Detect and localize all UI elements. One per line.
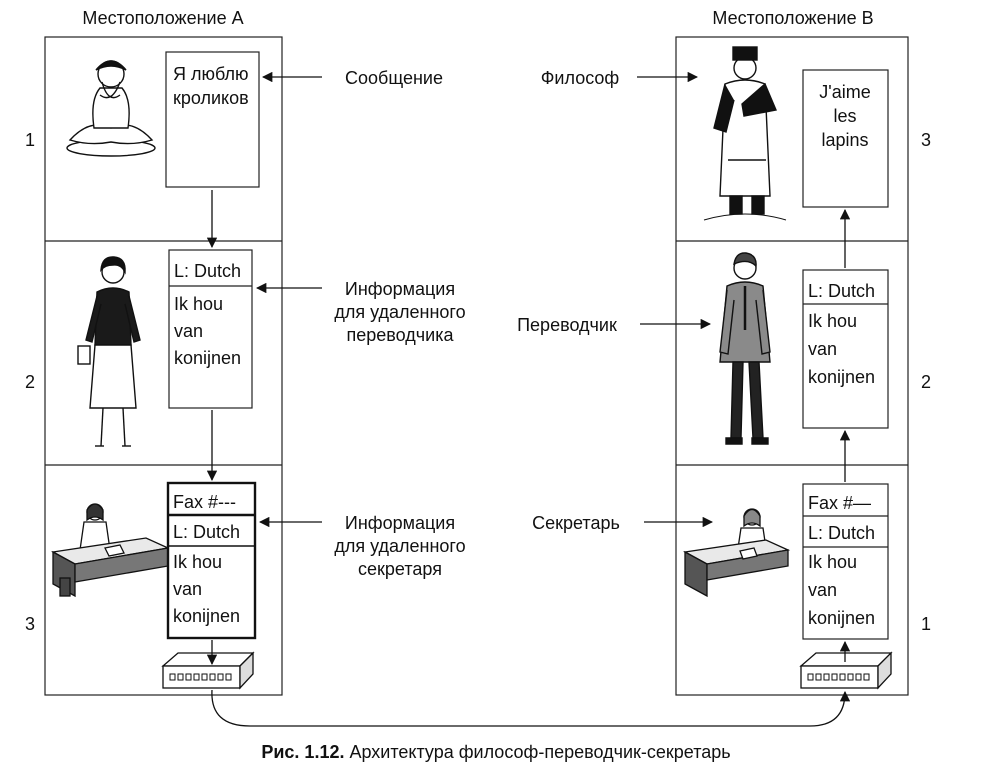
doc-a2-line-3: konijnen bbox=[174, 348, 241, 368]
doc-b3-line-2: van bbox=[808, 580, 837, 600]
location-b-column bbox=[675, 36, 909, 696]
info-translator-label-1: Информация bbox=[345, 279, 455, 299]
secretary-label: Секретарь bbox=[532, 513, 620, 533]
doc-a-line-2: кроликов bbox=[173, 88, 249, 108]
location-a-column bbox=[44, 36, 283, 696]
translator-b-figure bbox=[719, 252, 771, 445]
translator-label: Переводчик bbox=[517, 315, 617, 335]
info-translator-label-2: для удаленного bbox=[334, 302, 465, 322]
doc-a2-lang: L: Dutch bbox=[174, 261, 241, 281]
doc-a3-lang: L: Dutch bbox=[173, 522, 240, 542]
secretary-document-b: Fax #— L: Dutch Ik hou van konijnen bbox=[802, 483, 889, 640]
doc-b2-line-2: van bbox=[808, 339, 837, 359]
doc-a2-line-2: van bbox=[174, 321, 203, 341]
flow-arrows bbox=[206, 190, 851, 727]
translator-document-b: L: Dutch Ik hou van konijnen bbox=[802, 269, 889, 429]
caption-text: Архитектура философ-переводчик-секретарь bbox=[344, 742, 730, 762]
caption-label: Рис. 1.12. bbox=[261, 742, 344, 762]
level-a-3: 3 bbox=[25, 614, 35, 634]
info-secretary-label-2: для удаленного bbox=[334, 536, 465, 556]
level-b-3: 3 bbox=[921, 130, 931, 150]
level-b-2: 2 bbox=[921, 372, 931, 392]
message-document-a: Я люблю кроликов bbox=[165, 51, 260, 188]
doc-b-line-2: les bbox=[833, 106, 856, 126]
doc-b2-line-1: Ik hou bbox=[808, 311, 857, 331]
location-a-title: Местоположение A bbox=[82, 8, 243, 28]
translator-a-figure bbox=[77, 256, 141, 447]
secretary-document-a: Fax #--- L: Dutch Ik hou van konijnen bbox=[166, 481, 257, 640]
info-translator-label-3: переводчика bbox=[347, 325, 455, 345]
doc-b3-line-3: konijnen bbox=[808, 608, 875, 628]
middle-annotations: Сообщение Информация для удаленного пере… bbox=[255, 68, 714, 579]
philosopher-label: Философ bbox=[541, 68, 620, 88]
philosopher-b-figure bbox=[703, 46, 787, 221]
level-a-2: 2 bbox=[25, 372, 35, 392]
secretary-b-figure bbox=[682, 508, 791, 598]
fax-machine-b bbox=[799, 651, 893, 690]
doc-a3-line-1: Ik hou bbox=[173, 552, 222, 572]
level-b-1: 1 bbox=[921, 614, 931, 634]
fax-machine-a bbox=[161, 651, 255, 690]
doc-a2-line-1: Ik hou bbox=[174, 294, 223, 314]
location-b-title: Местоположение B bbox=[712, 8, 873, 28]
doc-b3-line-1: Ik hou bbox=[808, 552, 857, 572]
message-document-b: J'aime les lapins bbox=[802, 69, 889, 208]
translator-document-a: L: Dutch Ik hou van konijnen bbox=[168, 249, 253, 409]
figure-caption: Рис. 1.12. Архитектура философ-переводчи… bbox=[261, 742, 730, 762]
doc-b2-line-3: konijnen bbox=[808, 367, 875, 387]
doc-b3-lang: L: Dutch bbox=[808, 523, 875, 543]
doc-a3-line-3: konijnen bbox=[173, 606, 240, 626]
doc-a3-fax: Fax #--- bbox=[173, 492, 236, 512]
doc-b3-fax: Fax #— bbox=[808, 493, 871, 513]
doc-b-line-1: J'aime bbox=[819, 82, 870, 102]
secretary-a-figure bbox=[50, 503, 171, 598]
doc-a3-line-2: van bbox=[173, 579, 202, 599]
doc-a-line-1: Я люблю bbox=[173, 64, 249, 84]
info-secretary-label-3: секретаря bbox=[358, 559, 442, 579]
philosopher-a-figure bbox=[66, 60, 156, 157]
doc-b-line-3: lapins bbox=[821, 130, 868, 150]
message-label: Сообщение bbox=[345, 68, 443, 88]
doc-b2-lang: L: Dutch bbox=[808, 281, 875, 301]
level-a-1: 1 bbox=[25, 130, 35, 150]
info-secretary-label-1: Информация bbox=[345, 513, 455, 533]
